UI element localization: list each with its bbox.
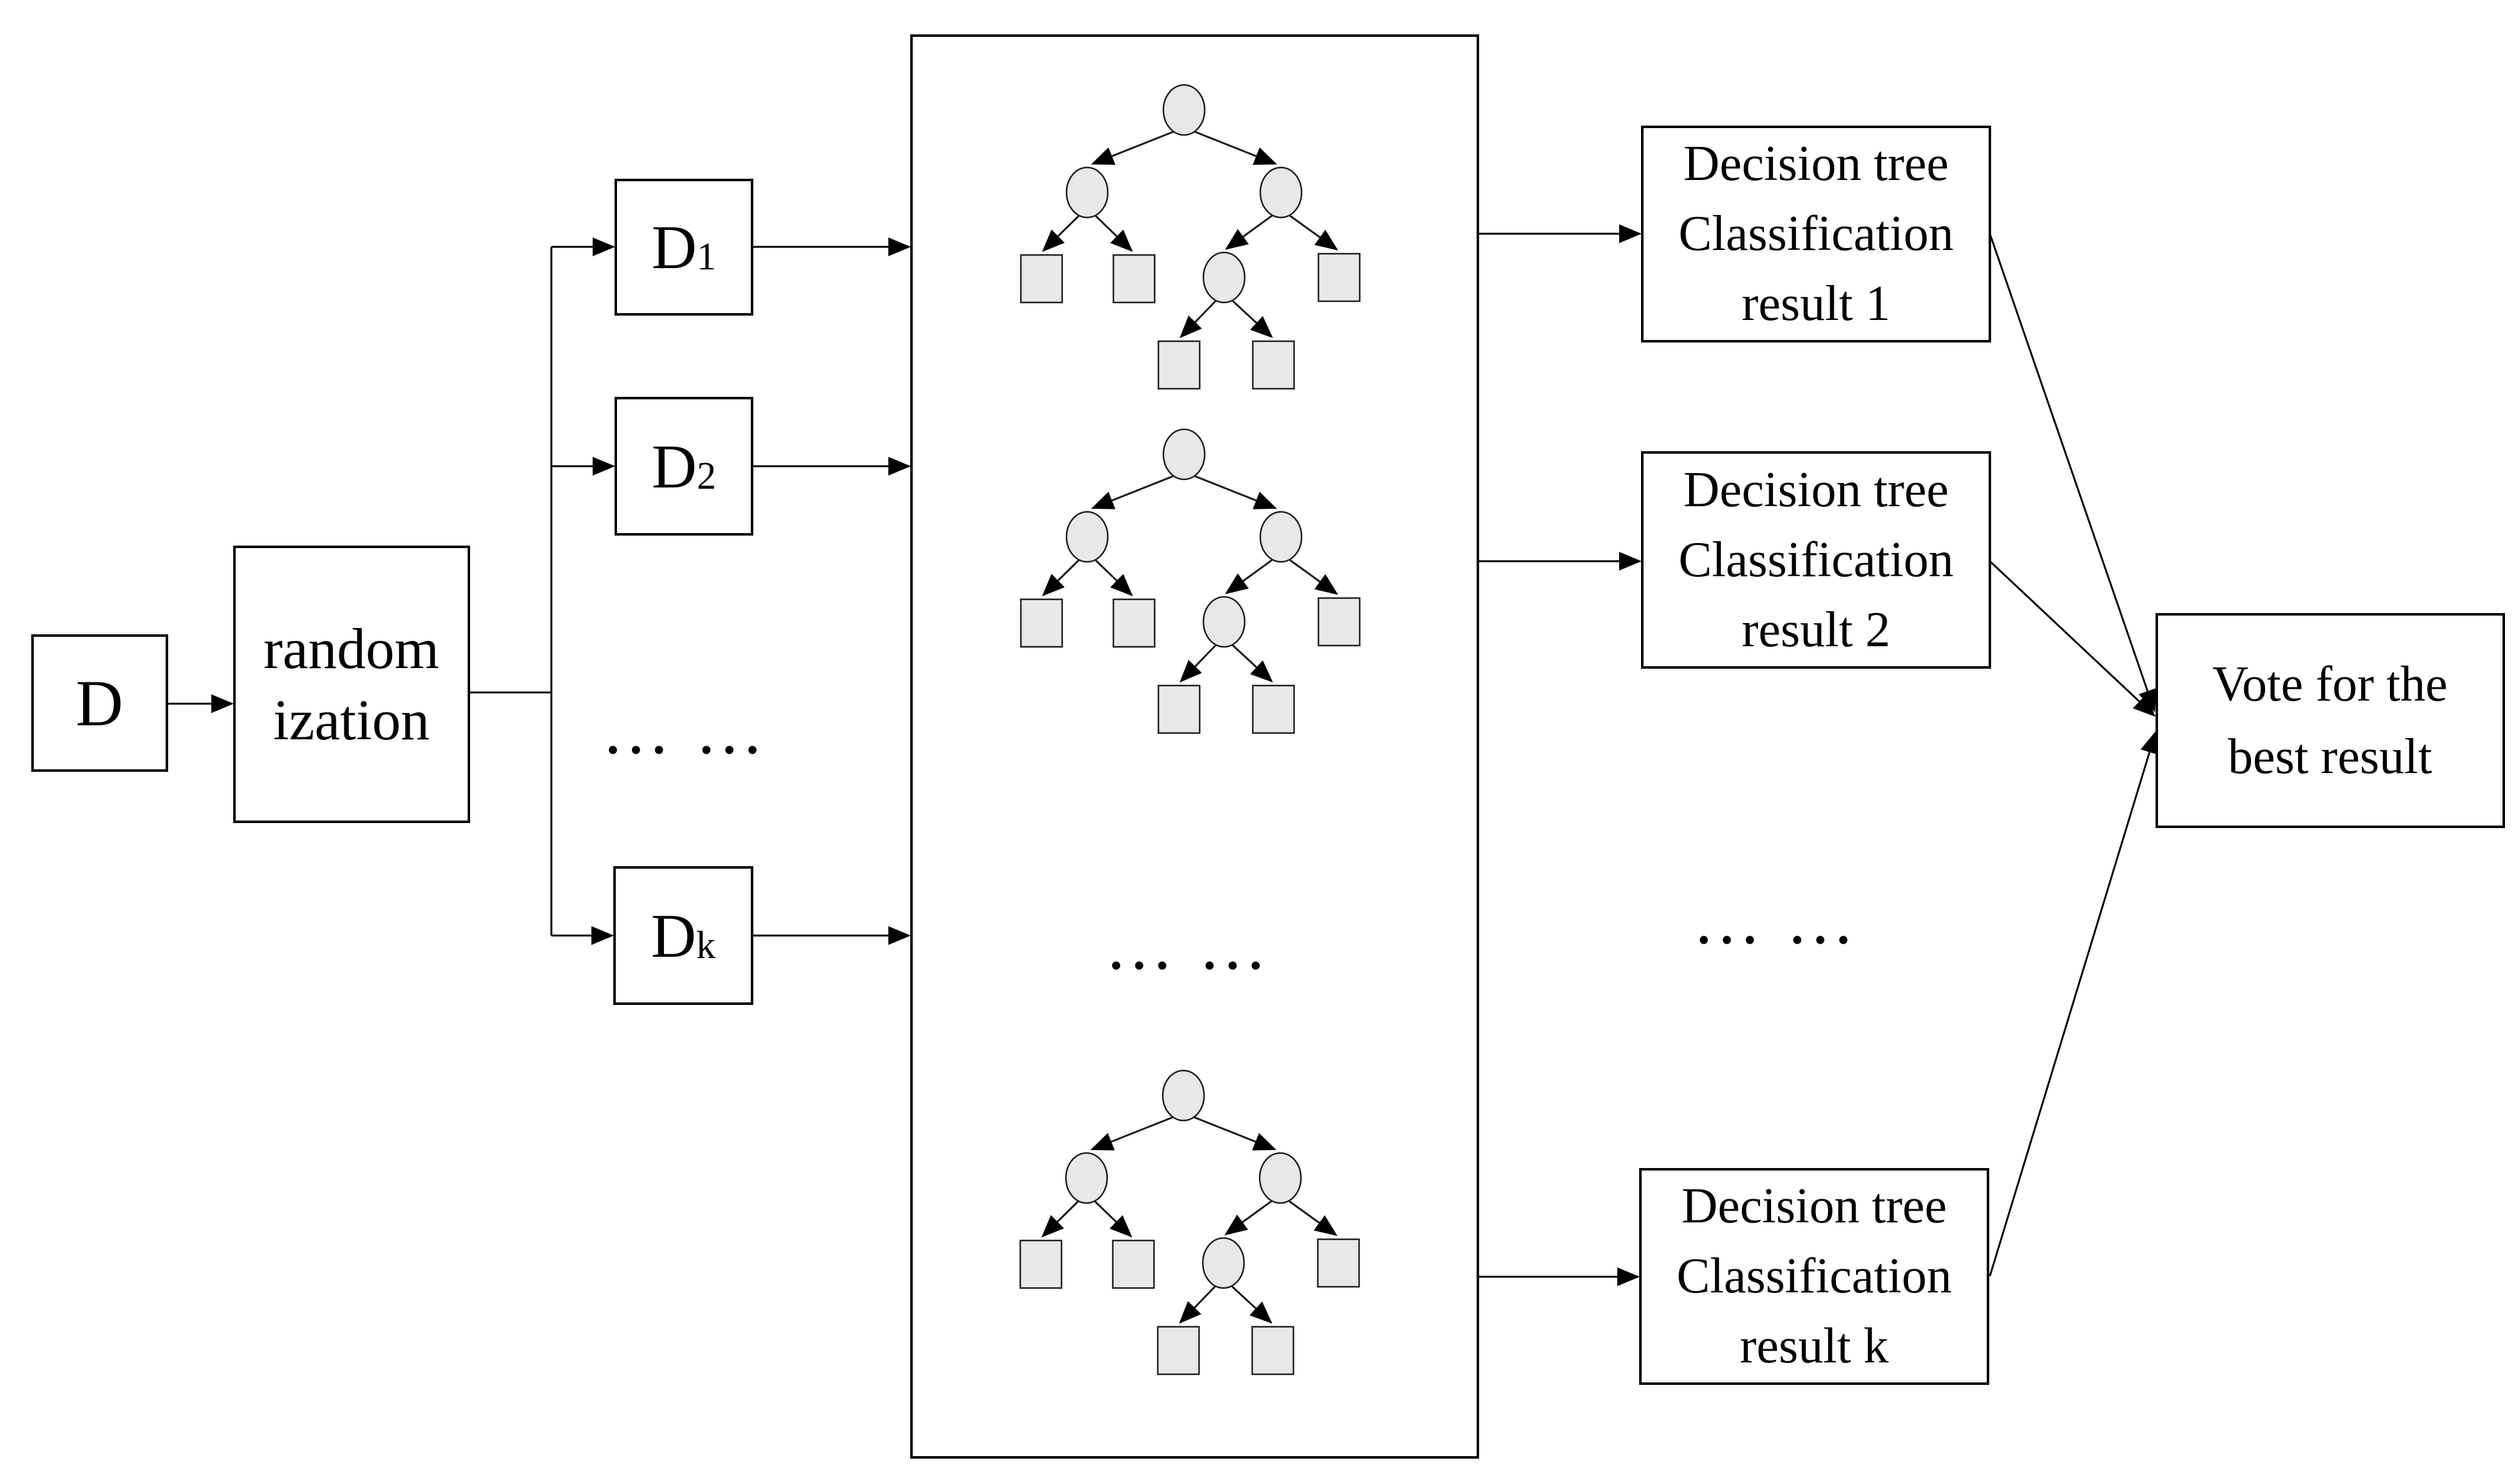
subset-d2-base: D <box>651 432 696 501</box>
subset-gap-dots: … … <box>601 692 768 768</box>
result-k-line-1: Decision tree <box>1682 1179 1947 1234</box>
result-2-line-1: Decision tree <box>1684 462 1949 517</box>
result-2-box <box>1641 451 1991 669</box>
forest-container-box <box>910 34 1479 1459</box>
randomization-label-line-2: ization <box>273 688 429 752</box>
result-1-box <box>1641 126 1991 342</box>
dataset-box <box>31 634 168 772</box>
subset-dk-base: D <box>651 901 696 971</box>
subset-d2-box <box>615 397 753 536</box>
subset-dk-label: Dk <box>651 901 715 971</box>
randomization-label-line-1: random <box>263 617 439 681</box>
subset-d1-label: D1 <box>651 212 716 282</box>
randomization-box <box>233 546 470 823</box>
result-2-line-3: result 2 <box>1742 602 1890 657</box>
arrow-result-2-to-vote <box>1989 560 2156 717</box>
subset-dk-sub: k <box>696 924 716 967</box>
result-1-line-2: Classification <box>1679 206 1954 261</box>
result-gap-dots: … … <box>1692 882 1859 958</box>
result-k-line-3: result k <box>1740 1319 1889 1374</box>
subset-d2-sub: 2 <box>697 455 716 497</box>
result-1-line-1: Decision tree <box>1684 136 1949 191</box>
result-k-box <box>1639 1168 1989 1385</box>
vote-label-line-1: Vote for the <box>2212 657 2447 712</box>
result-2-line-2: Classification <box>1679 532 1954 587</box>
dataset-label: D <box>76 667 123 740</box>
arrow-result-1-to-vote <box>1989 233 2157 712</box>
subset-d1-sub: 1 <box>697 236 716 278</box>
vote-box <box>2156 613 2505 828</box>
vote-label-line-2: best result <box>2228 729 2432 784</box>
result-k-line-2: Classification <box>1677 1249 1952 1304</box>
subset-d1-box <box>615 179 753 316</box>
subset-d1-base: D <box>651 212 696 282</box>
result-1-line-3: result 1 <box>1742 276 1890 331</box>
subset-dk-box <box>613 866 753 1005</box>
tree-gap-dots: … … <box>1105 907 1271 984</box>
subset-d2-label: D2 <box>651 432 716 501</box>
arrow-result-k-to-vote <box>1989 731 2159 1277</box>
